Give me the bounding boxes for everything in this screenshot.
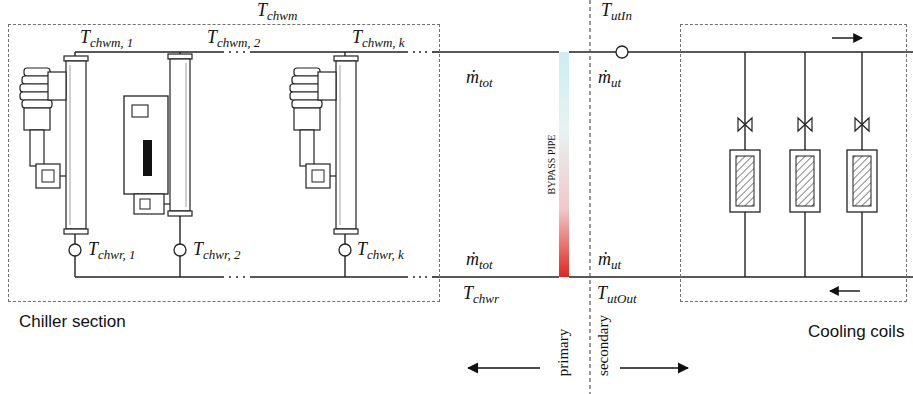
side-label: primary <box>556 326 571 377</box>
cooling-coil <box>730 118 760 212</box>
variable-symbol: ṁ <box>598 250 611 268</box>
variable-symbol: ṁ <box>598 68 611 86</box>
cooling-coils: Cooling coils <box>680 24 907 302</box>
variable-symbol: T <box>88 240 98 258</box>
cooling-coil <box>790 118 820 212</box>
variable-subscript: chwm, k <box>362 36 405 49</box>
variable-subscript: chwr, k <box>367 248 404 261</box>
variable-subscript: ut <box>611 76 621 89</box>
variable-symbol: T <box>80 28 90 46</box>
variable-subscript: utIn <box>611 9 632 22</box>
variable-subscript: tot <box>479 76 493 89</box>
flow-arrow <box>830 290 860 291</box>
variable-symbol: T <box>597 284 607 302</box>
pipe-connector <box>440 51 559 53</box>
variable-symbol: T <box>357 240 367 258</box>
section-title: Chiller section <box>19 313 126 332</box>
direction-arrow <box>468 367 540 369</box>
variable-subscript: chwm <box>267 9 297 22</box>
variable-subscript: tot <box>479 258 493 271</box>
variable-subscript: chwm, 1 <box>90 36 133 49</box>
variable-symbol: T <box>601 1 611 19</box>
variable-symbol: T <box>193 240 203 258</box>
cooling-coil <box>847 118 877 212</box>
variable-symbol: ṁ <box>466 68 479 86</box>
variable-subscript: ut <box>611 258 621 271</box>
pipe-break-dots <box>229 51 427 278</box>
screw-chiller <box>124 54 192 216</box>
variable-subscript: chwr, 1 <box>98 248 136 261</box>
variable-symbol: T <box>207 28 217 46</box>
centrifugal-chiller <box>20 56 88 234</box>
coil-pipes <box>680 52 913 277</box>
variable-symbol: T <box>257 1 267 19</box>
header-pipes <box>75 52 440 277</box>
direction-arrow <box>620 367 688 369</box>
pipe-label: BYPASS PIPE <box>546 134 557 194</box>
side-label: secondary <box>595 313 610 378</box>
pipe-connector <box>569 276 680 278</box>
variable-symbol: T <box>352 28 362 46</box>
variable-symbol: T <box>463 284 473 302</box>
variable-subscript: chwr, 2 <box>203 248 241 261</box>
variable-subscript: utOut <box>607 292 637 305</box>
bypass-pipe: BYPASS PIPE <box>559 52 569 277</box>
flow-arrow <box>832 37 862 38</box>
section-title: Cooling coils <box>808 323 904 342</box>
pipe-connector <box>440 276 559 278</box>
pump-symbol <box>69 46 628 256</box>
divider-line <box>589 0 590 394</box>
variable-symbol: ṁ <box>466 250 479 268</box>
centrifugal-chiller <box>290 56 358 234</box>
variable-subscript: chwr <box>473 292 499 305</box>
variable-subscript: chwm, 2 <box>217 36 260 49</box>
